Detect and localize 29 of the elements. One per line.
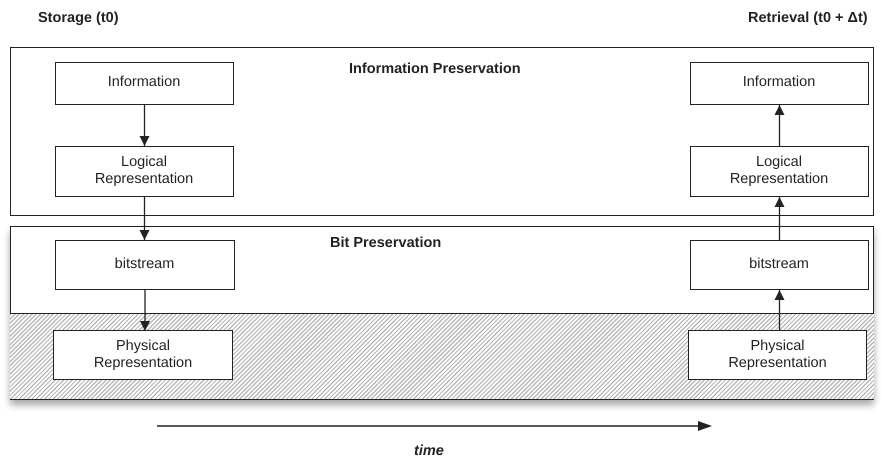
process-box	[54, 146, 234, 196]
preservation-band	[10, 226, 874, 400]
preservation-band	[10, 47, 874, 216]
arrow	[774, 105, 784, 146]
arrow	[774, 197, 784, 240]
arrow	[140, 290, 150, 331]
band-heading: Information Preservation	[349, 61, 521, 77]
process-box	[690, 62, 868, 104]
band-heading: Bit Preservation	[330, 235, 442, 251]
box-label: Information	[742, 74, 816, 92]
box-label: Physical Representation	[92, 338, 194, 372]
axis-label: time	[414, 443, 444, 459]
box-label: bitstream	[749, 256, 809, 274]
process-box	[54, 240, 234, 290]
arrow	[140, 197, 150, 240]
process-box	[690, 240, 868, 290]
hatched-band	[10, 312, 874, 400]
arrow	[140, 105, 150, 146]
box-label: Logical Representation	[94, 154, 194, 188]
process-box	[690, 146, 868, 196]
box-label: Logical Representation	[728, 154, 830, 188]
process-box	[688, 330, 867, 380]
box-label: Physical Representation	[727, 338, 828, 372]
column-heading: Retrieval (t0 + Δt)	[748, 10, 868, 26]
box-label: bitstream	[114, 256, 174, 274]
process-box	[53, 330, 233, 380]
process-box	[54, 62, 234, 104]
box-label: Information	[108, 74, 180, 92]
column-heading: Storage (t0)	[38, 10, 119, 26]
